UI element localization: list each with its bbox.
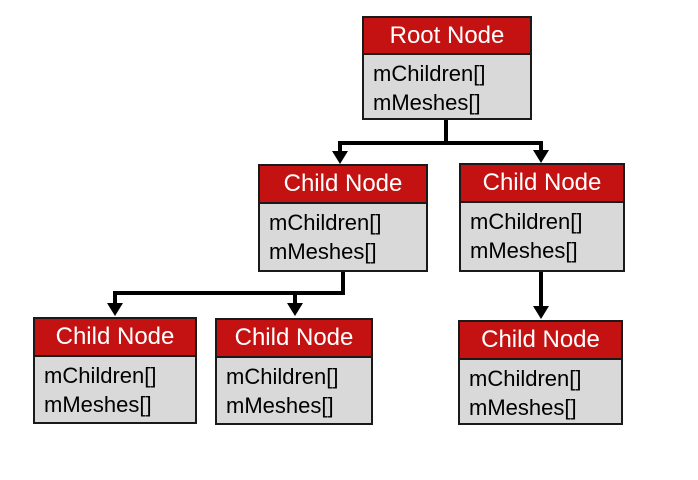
connector-child2-to-child — [533, 270, 549, 319]
node-field: mMeshes[] — [470, 238, 578, 263]
node-child-2-body: mChildren[] mMeshes[] — [461, 203, 623, 265]
node-field: mMeshes[] — [44, 392, 152, 417]
node-child-1: Child Node mChildren[] mMeshes[] — [258, 164, 428, 272]
node-field: mChildren[] — [44, 363, 157, 388]
arrowhead — [107, 303, 123, 316]
connector-root-to-children — [332, 118, 549, 164]
node-field: mMeshes[] — [469, 395, 577, 420]
node-field: mChildren[] — [373, 61, 486, 86]
node-root-body: mChildren[] mMeshes[] — [364, 55, 530, 117]
node-child-1-title: Child Node — [260, 166, 426, 204]
node-child-1-1-title: Child Node — [35, 319, 195, 357]
node-field: mChildren[] — [269, 210, 382, 235]
node-child-2-1: Child Node mChildren[] mMeshes[] — [458, 320, 623, 425]
node-child-2: Child Node mChildren[] mMeshes[] — [459, 163, 625, 272]
node-child-1-2-body: mChildren[] mMeshes[] — [217, 358, 371, 420]
node-child-1-1-body: mChildren[] mMeshes[] — [35, 357, 195, 419]
node-child-1-1: Child Node mChildren[] mMeshes[] — [33, 317, 197, 424]
connector-child1-to-children — [107, 270, 345, 316]
node-root-title: Root Node — [364, 18, 530, 55]
node-child-2-title: Child Node — [461, 165, 623, 203]
node-child-2-1-body: mChildren[] mMeshes[] — [460, 360, 621, 422]
node-field: mMeshes[] — [269, 239, 377, 264]
node-root: Root Node mChildren[] mMeshes[] — [362, 16, 532, 120]
node-child-1-2-title: Child Node — [217, 320, 371, 358]
arrowhead — [332, 151, 348, 164]
node-field: mMeshes[] — [226, 393, 334, 418]
arrowhead — [287, 303, 303, 316]
arrowhead — [533, 150, 549, 163]
arrowhead — [533, 306, 549, 319]
node-child-2-1-title: Child Node — [460, 322, 621, 360]
node-child-1-2: Child Node mChildren[] mMeshes[] — [215, 318, 373, 425]
node-child-1-body: mChildren[] mMeshes[] — [260, 204, 426, 266]
node-field: mMeshes[] — [373, 90, 481, 115]
node-field: mChildren[] — [469, 366, 582, 391]
node-field: mChildren[] — [470, 209, 583, 234]
node-field: mChildren[] — [226, 364, 339, 389]
